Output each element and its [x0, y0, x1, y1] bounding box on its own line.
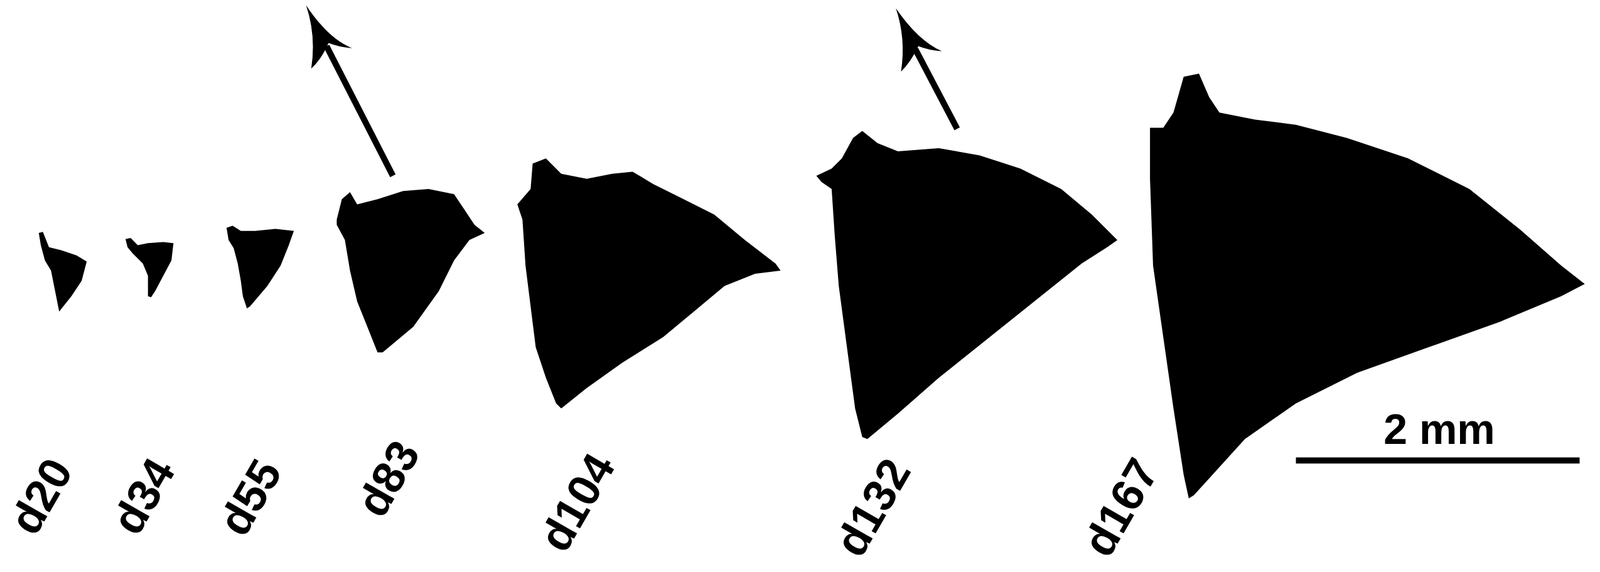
arrow-1: [306, 5, 393, 176]
shape-d34: [125, 237, 174, 297]
age-label: d55: [210, 451, 289, 542]
shape-silhouettes: [38, 73, 1585, 498]
shape-d167: [1149, 73, 1585, 498]
shape-d55: [226, 225, 294, 309]
age-label: d20: [1, 450, 80, 541]
shape-d20: [38, 231, 87, 312]
shape-d104: [517, 158, 781, 409]
arrow-2: [895, 8, 958, 129]
age-label: d34: [104, 450, 183, 541]
shape-d83: [336, 188, 485, 353]
scale-bar: [1296, 457, 1580, 464]
age-label: d132: [827, 451, 918, 564]
age-label: d167: [1075, 451, 1166, 564]
age-label: d104: [531, 446, 623, 559]
shape-d132: [816, 130, 1118, 439]
scale-label: 2 mm: [1383, 407, 1496, 451]
age-label: d83: [348, 433, 427, 523]
